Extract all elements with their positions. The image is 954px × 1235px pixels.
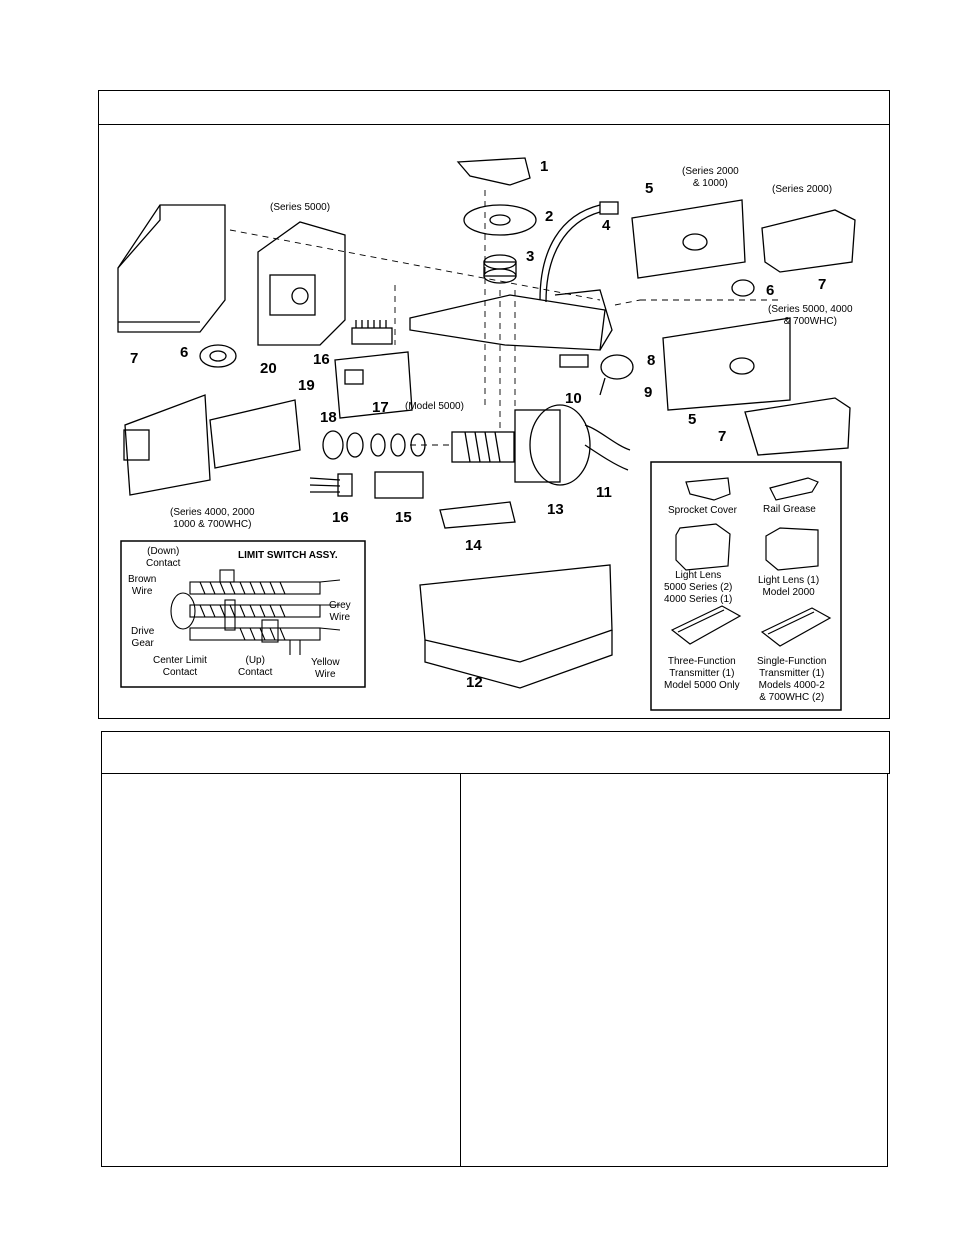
down-contact-label: (Down) Contact — [146, 546, 181, 569]
part-number-2: 2 — [545, 208, 554, 225]
part-number-6-right: 6 — [766, 282, 775, 299]
part-number-7-left: 7 — [130, 350, 139, 367]
yellow-wire-label: Yellow Wire — [311, 657, 340, 680]
part-number-9: 9 — [644, 384, 653, 401]
part-number-3: 3 — [526, 248, 535, 265]
part-number-7-lower-right: 7 — [718, 428, 727, 445]
part-number-16-top: 16 — [313, 351, 330, 368]
model-5000-label: (Model 5000) — [405, 401, 464, 412]
part-number-16-lower: 16 — [332, 509, 349, 526]
part-number-7-top-right: 7 — [818, 276, 827, 293]
part-number-17: 17 — [372, 399, 389, 416]
grey-wire-label: Grey Wire — [329, 600, 351, 623]
parts-list-right-column — [460, 773, 888, 1167]
light-lens-2000-label: Light Lens (1) Model 2000 — [758, 575, 820, 598]
series-2000-label: (Series 2000) — [772, 184, 833, 195]
series-2000-1000-label: (Series 2000 & 1000) — [682, 166, 739, 189]
part-number-10: 10 — [565, 390, 582, 407]
accessories-inset — [650, 461, 842, 711]
part-number-18: 18 — [320, 409, 337, 426]
part-number-14: 14 — [465, 537, 482, 554]
single-function-transmitter-label: Single-Function Transmitter (1) Models 4… — [757, 656, 827, 703]
sprocket-cover-label: Sprocket Cover — [668, 505, 737, 516]
part-number-6-left: 6 — [180, 344, 189, 361]
series-5000-4000-label: (Series 5000, 4000 & 700WHC) — [768, 304, 853, 327]
series-5000-label: (Series 5000) — [270, 202, 331, 213]
part-number-1: 1 — [540, 158, 549, 175]
diagram-panel — [98, 124, 890, 719]
center-limit-contact-label: Center Limit Contact — [153, 655, 207, 678]
part-number-19: 19 — [298, 377, 315, 394]
up-contact-label: (Up) Contact — [238, 655, 273, 678]
three-function-transmitter-label: Three-Function Transmitter (1) Model 500… — [664, 656, 740, 691]
part-number-11: 11 — [596, 484, 612, 501]
part-number-5-lower: 5 — [688, 411, 697, 428]
limit-switch-title: LIMIT SWITCH ASSY. — [238, 550, 338, 561]
rail-grease-label: Rail Grease — [763, 504, 816, 515]
part-number-13: 13 — [547, 501, 564, 518]
drive-gear-label: Drive Gear — [131, 626, 155, 649]
part-number-15: 15 — [395, 509, 412, 526]
part-number-4: 4 — [602, 217, 611, 234]
part-number-8: 8 — [647, 352, 656, 369]
light-lens-5000-label: Light Lens 5000 Series (2) 4000 Series (… — [664, 570, 733, 605]
part-number-5-top: 5 — [645, 180, 654, 197]
series-4000-2000-label: (Series 4000, 2000 1000 & 700WHC) — [170, 507, 255, 530]
part-number-12: 12 — [466, 674, 483, 691]
brown-wire-label: Brown Wire — [128, 574, 157, 597]
limit-switch-inset — [120, 540, 366, 688]
part-number-20: 20 — [260, 360, 277, 377]
